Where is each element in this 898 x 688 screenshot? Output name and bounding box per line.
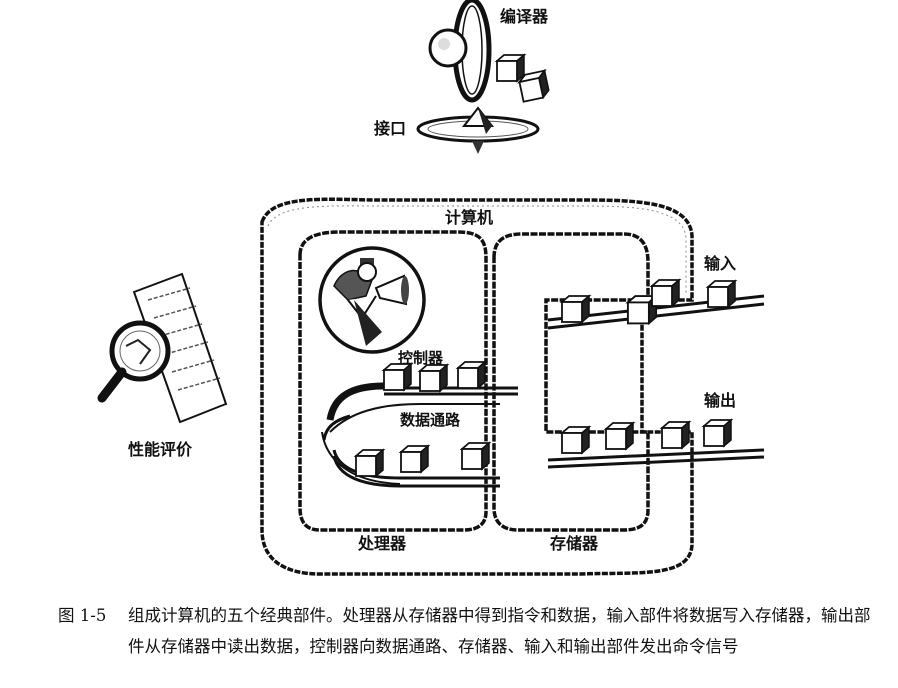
computer-label: 计算机 — [445, 208, 493, 227]
processor-label: 处理器 — [357, 534, 407, 553]
control-label: 控制器 — [398, 349, 444, 367]
figure-number: 图 1-5 — [58, 606, 107, 625]
input-data-cube — [707, 280, 736, 308]
interface-icon — [416, 106, 540, 154]
input-label: 输入 — [704, 254, 736, 273]
datapath-data-cube — [383, 363, 412, 391]
input-data-cube — [651, 279, 680, 307]
compiler-icon — [428, 0, 551, 103]
output-data-cube — [703, 419, 732, 447]
datapath-data-cube — [461, 442, 490, 470]
performance-label: 性能评价 — [128, 440, 193, 459]
output-data-cube — [605, 422, 634, 450]
datapath-belts — [321, 382, 518, 488]
compiler-label: 编译器 — [500, 7, 549, 26]
computer-components-diagram: 编译器 接口 计算机 处理器 存储器 控制器 数据通路 — [97, 0, 765, 576]
memory-label: 存储器 — [550, 534, 599, 553]
output-shelf — [547, 448, 765, 469]
datapath-data-cube — [400, 445, 429, 473]
datapath-data-cube — [355, 449, 384, 477]
datapath-data-cube — [419, 364, 448, 392]
datapath-label: 数据通路 — [400, 411, 461, 429]
datapath-data-cube — [457, 361, 486, 389]
output-label: 输出 — [704, 391, 736, 410]
input-data-cube — [561, 295, 590, 323]
performance-icon — [97, 272, 228, 424]
interface-label: 接口 — [374, 119, 406, 138]
figure-caption-text: 组成计算机的五个经典部件。处理器从存储器中得到指令和数据，输入部件将数据写入存储… — [128, 606, 871, 656]
control-icon — [318, 246, 426, 354]
output-data-cube — [661, 421, 690, 449]
figure-caption: 图 1-5 组成计算机的五个经典部件。处理器从存储器中得到指令和数据，输入部件将… — [58, 600, 878, 662]
output-data-cube — [561, 426, 590, 454]
